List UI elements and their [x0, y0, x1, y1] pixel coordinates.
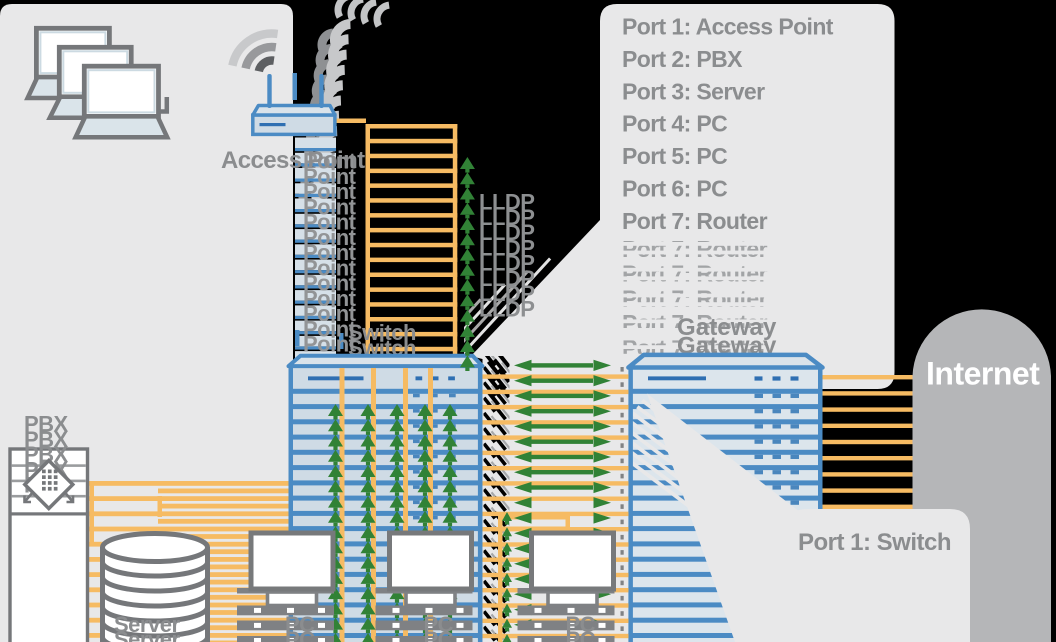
svg-text:PC: PC: [424, 612, 454, 637]
svg-text:Port 7: Router: Port 7: Router: [622, 285, 768, 311]
svg-text:Port 4: PC: Port 4: PC: [622, 111, 727, 137]
svg-text:Port 5: PC: Port 5: PC: [622, 143, 727, 169]
svg-text:Port 1: Access Point: Port 1: Access Point: [622, 14, 834, 40]
svg-text:Port 6: PC: Port 6: PC: [622, 176, 727, 202]
svg-text:Point: Point: [303, 286, 357, 311]
svg-text:Internet: Internet: [926, 356, 1040, 392]
svg-text:Point: Point: [303, 149, 357, 174]
svg-text:LLDP: LLDP: [479, 266, 534, 291]
svg-text:Port 1: Switch: Port 1: Switch: [798, 529, 951, 556]
svg-text:Port 7: Router: Port 7: Router: [622, 261, 768, 287]
svg-text:Port 2: PBX: Port 2: PBX: [622, 46, 743, 72]
svg-text:Point: Point: [303, 240, 357, 265]
svg-text:Port 7: Router: Port 7: Router: [622, 208, 768, 234]
svg-text:PC: PC: [285, 612, 315, 637]
svg-text:PC: PC: [285, 627, 315, 642]
svg-text:PBX: PBX: [24, 412, 69, 437]
svg-text:LLDP: LLDP: [479, 205, 534, 230]
svg-text:PC: PC: [566, 627, 596, 642]
svg-text:Port 3: Server: Port 3: Server: [622, 78, 765, 104]
svg-text:Point: Point: [303, 332, 357, 357]
svg-text:Switch: Switch: [348, 320, 416, 345]
svg-text:Server: Server: [114, 627, 180, 642]
svg-text:Point: Point: [303, 255, 357, 280]
svg-text:LLDP: LLDP: [479, 235, 534, 260]
svg-text:LLDP: LLDP: [479, 220, 534, 245]
svg-text:PC: PC: [424, 627, 454, 642]
svg-text:Point: Point: [303, 316, 357, 341]
svg-text:Point: Point: [303, 194, 357, 219]
svg-text:Gateway: Gateway: [677, 314, 777, 341]
svg-text:PC: PC: [566, 612, 596, 637]
svg-text:Point: Point: [303, 210, 357, 235]
svg-text:LLDP: LLDP: [479, 251, 534, 276]
svg-text:Port 7: Router: Port 7: Router: [622, 236, 768, 262]
svg-text:Point: Point: [303, 301, 357, 326]
svg-text:LLDP: LLDP: [479, 296, 534, 321]
svg-text:LLDP: LLDP: [479, 281, 534, 306]
svg-text:Access Point: Access Point: [221, 147, 365, 174]
svg-text:LLDP: LLDP: [479, 190, 534, 215]
svg-text:Point: Point: [303, 179, 357, 204]
svg-text:Point: Point: [303, 271, 357, 296]
svg-text:PBX: PBX: [24, 427, 69, 452]
svg-text:Point: Point: [303, 225, 357, 250]
svg-text:Point: Point: [303, 164, 357, 189]
svg-text:Server: Server: [114, 612, 180, 637]
